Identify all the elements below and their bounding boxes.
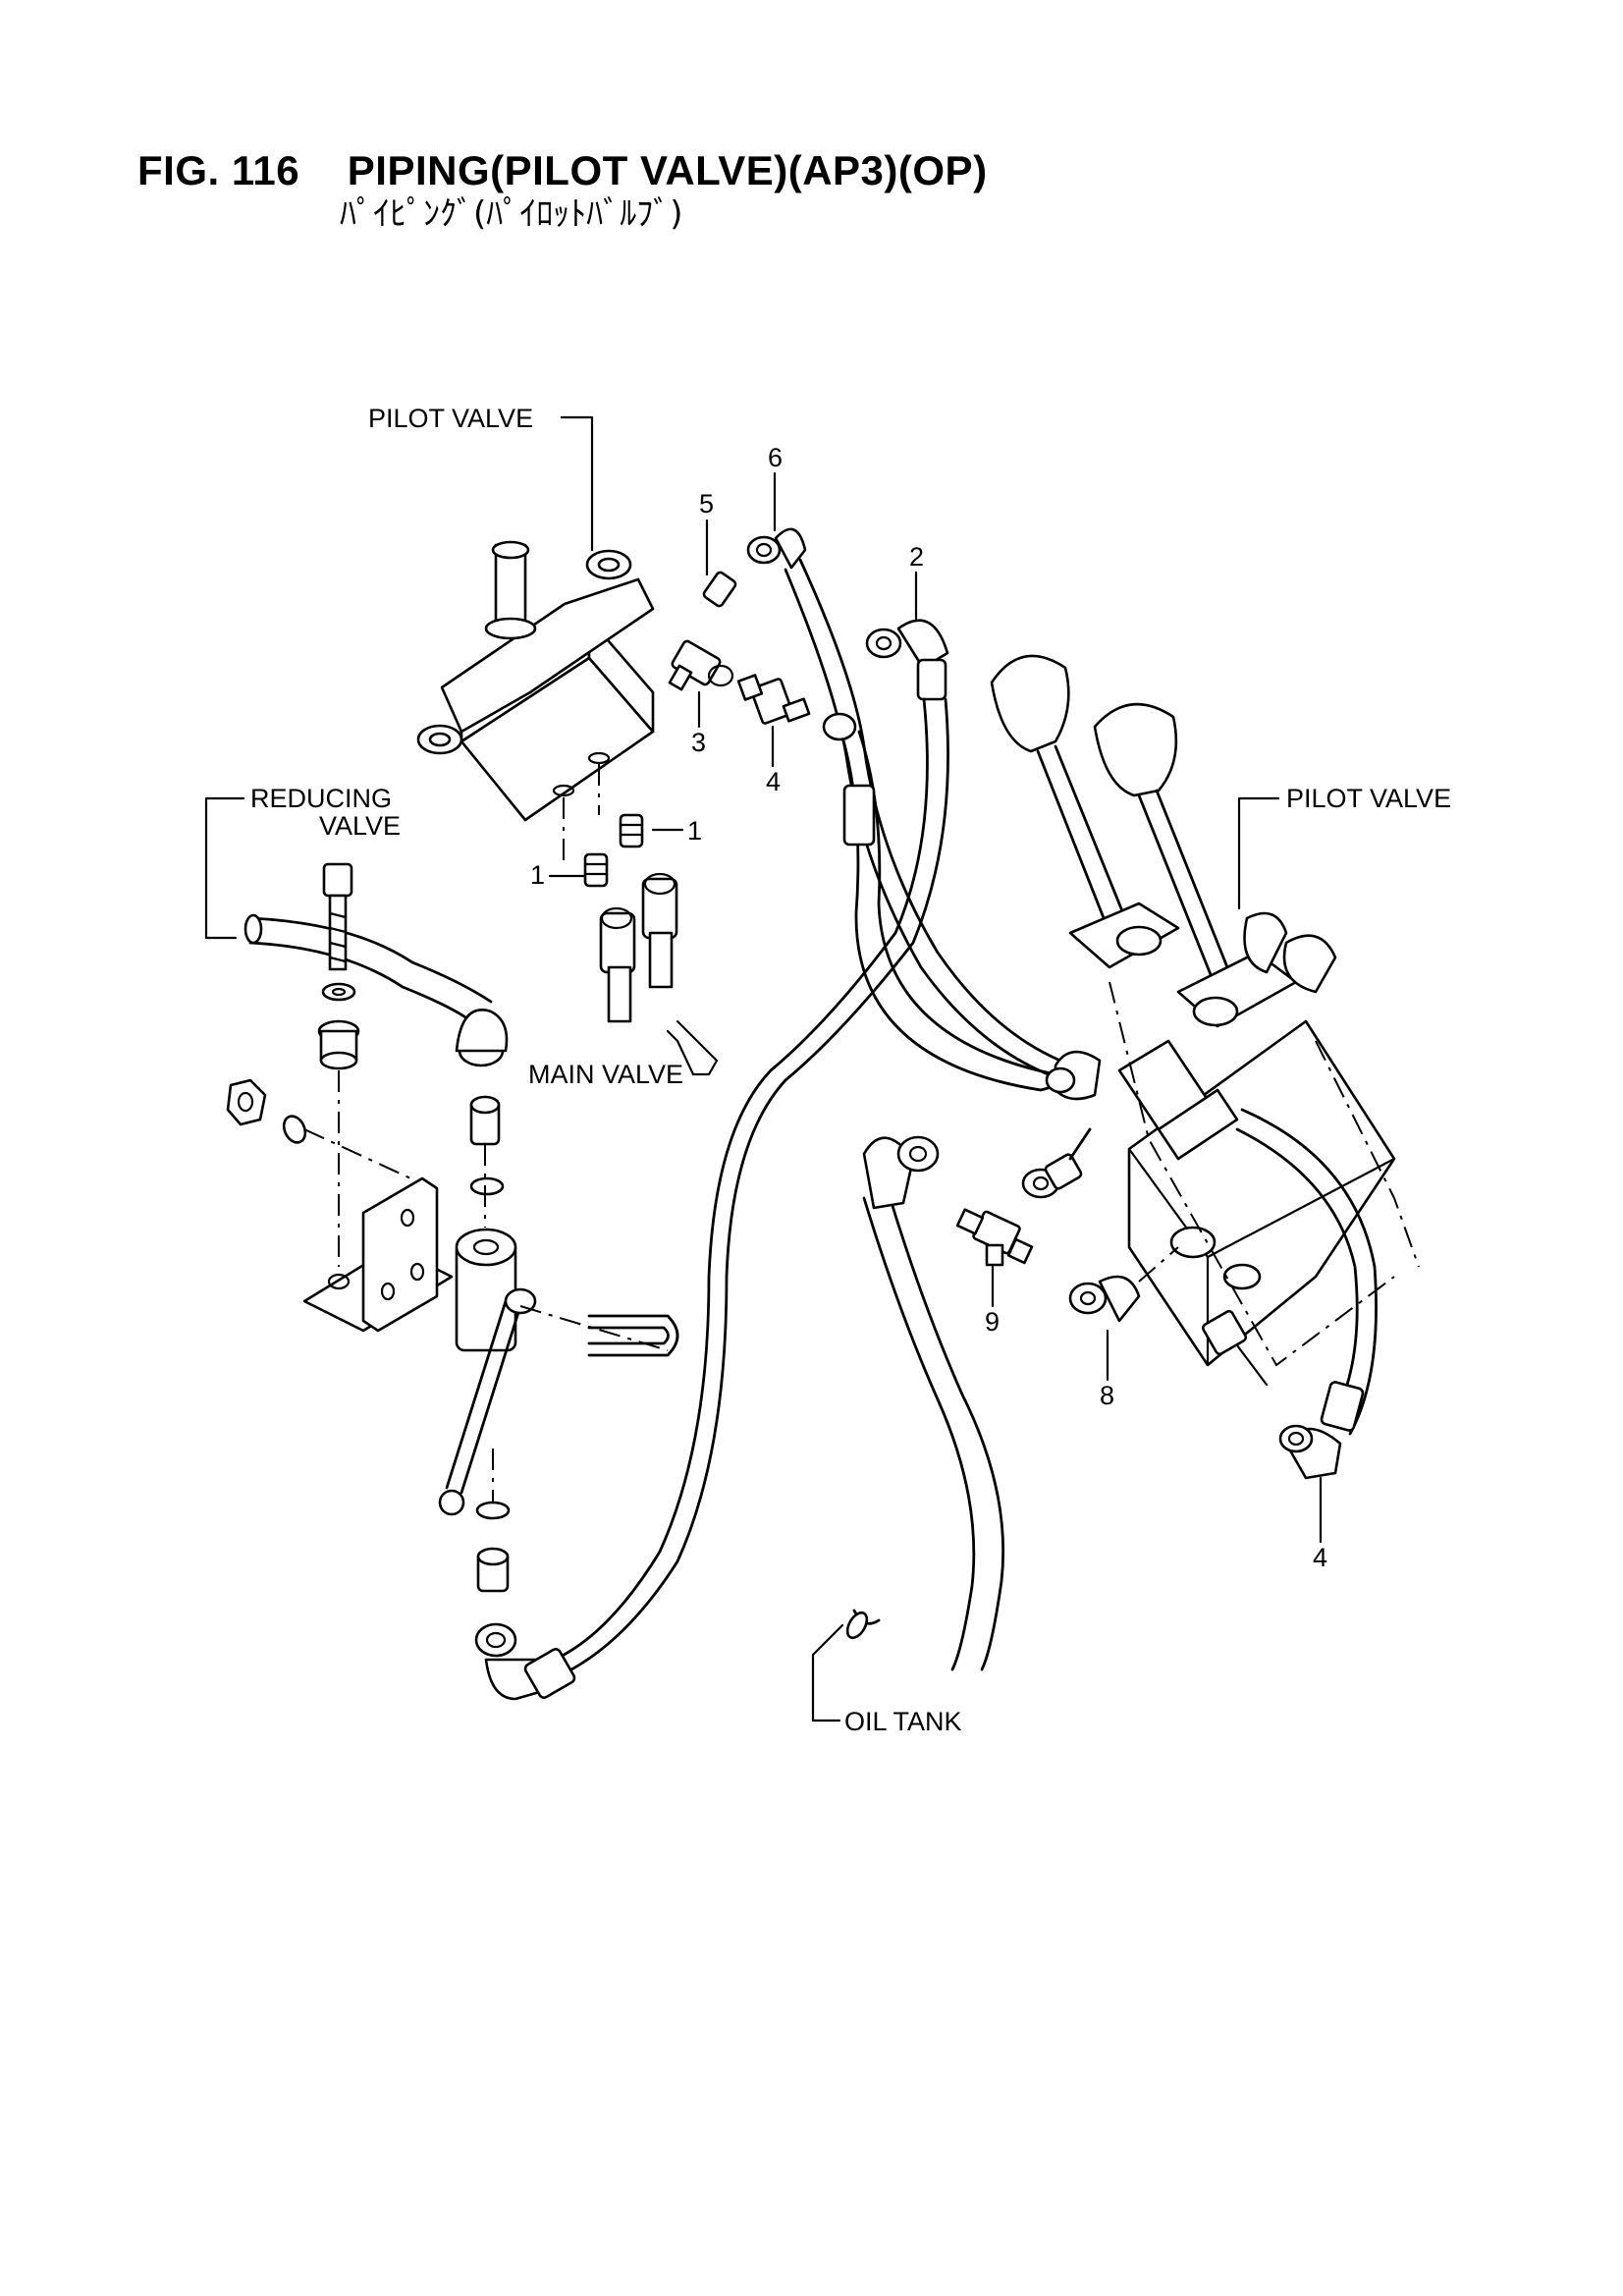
elbow-4-end [822, 712, 876, 847]
fitting-connector-middle [1021, 1127, 1092, 1199]
figure-subtitle: ﾊﾟｲﾋﾟﾝｸﾞ(ﾊﾟｲﾛｯﾄﾊﾞﾙﾌﾞ) [340, 194, 683, 234]
fitting-1-right [619, 813, 644, 848]
callout-3: 3 [691, 728, 706, 757]
hose-7-b [784, 568, 1053, 1077]
fitting-7-elbow [746, 527, 807, 570]
hose-4-a [838, 725, 1074, 1092]
label-pilot-valve-top: PILOT VALVE [368, 404, 533, 433]
fitting-1-left [583, 852, 609, 888]
label-oil-tank-group: OIL TANK [811, 1623, 962, 1736]
hose-7-a [798, 558, 1062, 1063]
pilot-valve-right-assembly [990, 654, 1420, 1480]
fitting-2-elbow [865, 619, 949, 701]
callout-2: 2 [909, 542, 924, 572]
reducing-valve-assembly [226, 862, 679, 1593]
elbow-oil-tank [862, 1135, 940, 1210]
elbow-bottom [474, 1622, 576, 1701]
callout-1-right: 1 [687, 816, 702, 846]
label-main-valve: MAIN VALVE [528, 1060, 683, 1089]
oil-tank-hose-b [862, 1196, 976, 1671]
elbow-right-body [1045, 1050, 1102, 1101]
hose-2-a [518, 697, 949, 1691]
label-reducing-valve-group: REDUCING VALVE [204, 784, 401, 940]
label-main-valve-group: MAIN VALVE [528, 1019, 719, 1089]
label-reducing-valve-line2: VALVE [319, 811, 401, 841]
label-oil-tank: OIL TANK [844, 1707, 962, 1736]
reducing-hose-b [248, 941, 473, 1023]
fitting-9-tee [955, 1208, 1034, 1267]
label-pilot-valve-right-group: PILOT VALVE [1237, 784, 1451, 910]
label-reducing-valve-line1: REDUCING [250, 784, 392, 813]
oil-tank-hose-a [887, 1191, 1005, 1671]
callout-4: 4 [766, 767, 781, 796]
fitting-6 [702, 571, 737, 608]
hose-2-b [518, 697, 929, 1671]
figure-title: FIG. 116 PIPING(PILOT VALVE)(AP3)(OP) [137, 147, 988, 193]
callout-6: 5 [699, 489, 714, 519]
fitting-3 [668, 639, 734, 691]
fitting-4-tee [736, 674, 811, 725]
callout-5: 4 [1313, 1543, 1327, 1572]
label-pilot-valve-right: PILOT VALVE [1286, 784, 1451, 813]
reducing-hose-a [248, 916, 493, 1004]
callout-9: 9 [985, 1307, 1000, 1337]
figure-header: FIG. 116 PIPING(PILOT VALVE)(AP3)(OP) ﾊﾟ… [137, 147, 988, 234]
callout-1-left: 1 [530, 860, 545, 890]
main-valve-hoses [599, 872, 678, 1023]
fitting-8-elbow [1068, 1246, 1179, 1323]
label-pilot-valve-top-group: PILOT VALVE [368, 404, 594, 552]
callout-7: 6 [768, 443, 783, 472]
callout-8: 8 [1100, 1381, 1114, 1410]
pilot-valve-top-assembly [416, 540, 655, 864]
